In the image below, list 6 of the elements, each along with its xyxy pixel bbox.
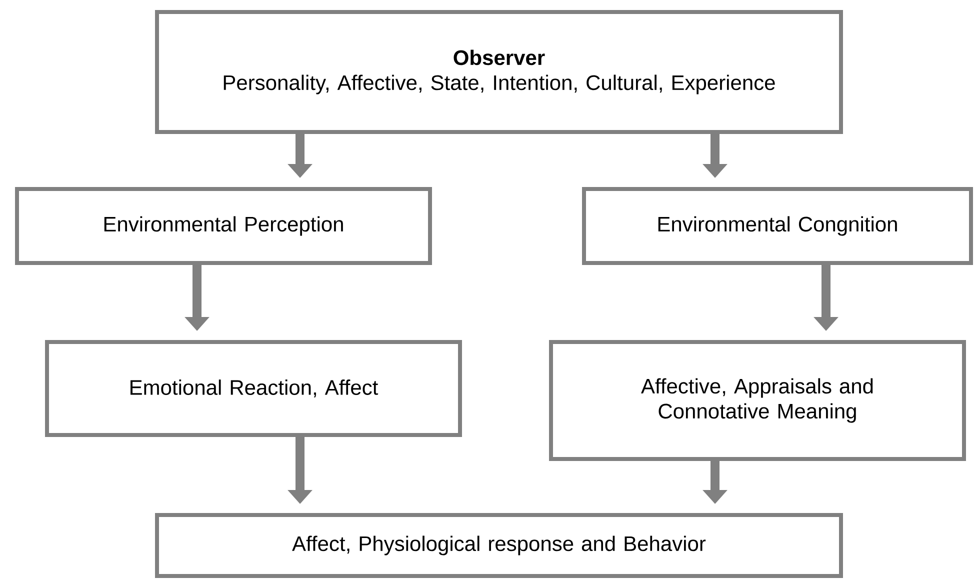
process-box: Observer Personality, Affective, State, Intention, Cultural, Experience: [155, 10, 843, 134]
process-box: Emotional Reaction, Affect: [45, 340, 462, 437]
process-box: Environmental Congnition: [582, 186, 973, 265]
process-box: Affect, Physiological response and Behavior: [155, 512, 843, 578]
process-box: Environmental Perception: [15, 186, 432, 265]
process-box: Affective, Appraisals and Connotative Meaning: [549, 340, 966, 461]
